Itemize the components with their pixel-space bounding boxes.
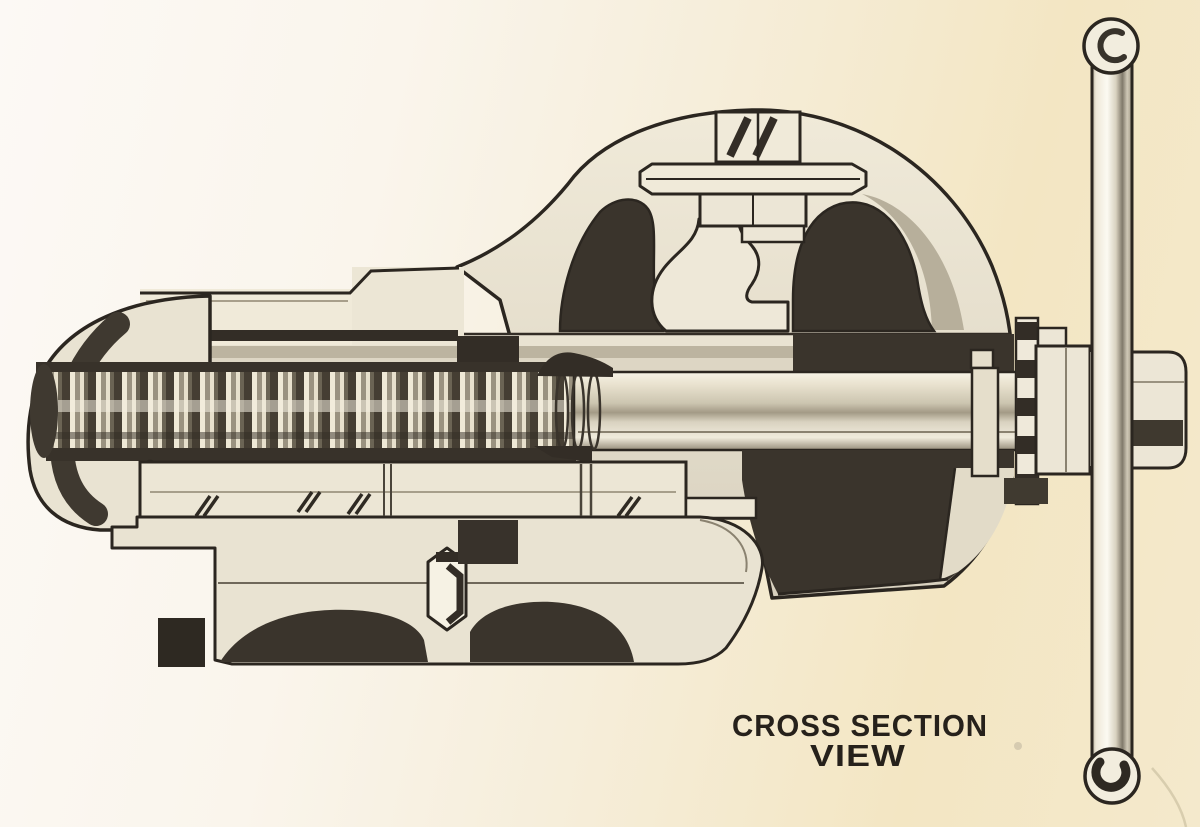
lower-bar-body <box>138 460 688 520</box>
figure-caption: CROSS SECTION VIEW <box>732 708 988 773</box>
top-plate-edge <box>140 266 460 295</box>
shaft-body <box>572 370 1022 452</box>
paper-artifacts <box>1014 742 1188 827</box>
collar-block-3 <box>1016 398 1038 416</box>
dome-inner-shade <box>862 194 964 330</box>
paper-speck <box>1014 742 1022 750</box>
slide-seam-rear <box>579 464 593 516</box>
slide-seam-mid <box>383 464 392 516</box>
shaft-step <box>969 348 995 370</box>
base-lobe-right <box>470 601 634 662</box>
handle-rod <box>1090 56 1134 766</box>
swivel-base <box>110 464 764 667</box>
jaw-key-block-lower <box>458 520 518 564</box>
end-cap-band <box>1131 420 1183 446</box>
collar-block-1 <box>1016 322 1038 340</box>
base-lobe-left <box>220 609 428 662</box>
rear-bottom-line <box>777 577 949 596</box>
handle-ball-top <box>1082 17 1140 75</box>
page-crease <box>1151 767 1188 827</box>
bulb-cavity <box>650 217 790 333</box>
caption-line-2: VIEW <box>810 738 906 773</box>
rear-light-wedge <box>940 468 1014 580</box>
ball-top-shading <box>1097 28 1127 64</box>
spindle-cavity <box>650 217 790 333</box>
slot-inner-shadow <box>445 563 464 625</box>
internal-cavity-right <box>791 201 937 333</box>
lower-bar-extension <box>684 496 758 520</box>
collar-block-2 <box>1016 360 1038 378</box>
rear-wedge-edge <box>938 467 957 581</box>
base-foot-left-shadow <box>158 618 205 667</box>
base-foot-right-curve <box>699 519 748 573</box>
thread-shadow-upper <box>537 352 613 377</box>
lock-assembly <box>638 110 868 244</box>
slot-top-notch <box>436 552 460 562</box>
thread-root-top <box>36 362 584 375</box>
section-hatch-ticks <box>194 490 642 518</box>
collar-top-tab <box>1036 326 1068 348</box>
top-plate-groove <box>144 330 458 341</box>
thread-shadow-lower <box>534 446 592 462</box>
handle-bar <box>1082 17 1141 805</box>
thread-end-cap <box>30 364 58 458</box>
lock-substep <box>740 224 806 244</box>
collar-foot-shadow <box>1004 478 1048 504</box>
main-screw-acme-thread <box>30 362 584 477</box>
screw-end-cap <box>1126 350 1188 470</box>
rear-interior <box>742 450 1014 596</box>
slide-lower-bar <box>138 460 758 520</box>
screw-hub <box>1034 344 1092 476</box>
thrust-washer <box>970 366 1000 478</box>
thread-root-bottom <box>46 448 576 461</box>
caption-line-1: CROSS SECTION <box>732 708 988 743</box>
lock-bolt-hatch-1 <box>726 116 752 158</box>
ball-bottom-shading <box>1091 757 1131 792</box>
collar-block-4 <box>1016 436 1038 454</box>
jaw-key-block-upper <box>457 336 519 362</box>
thread-texture <box>36 372 584 450</box>
